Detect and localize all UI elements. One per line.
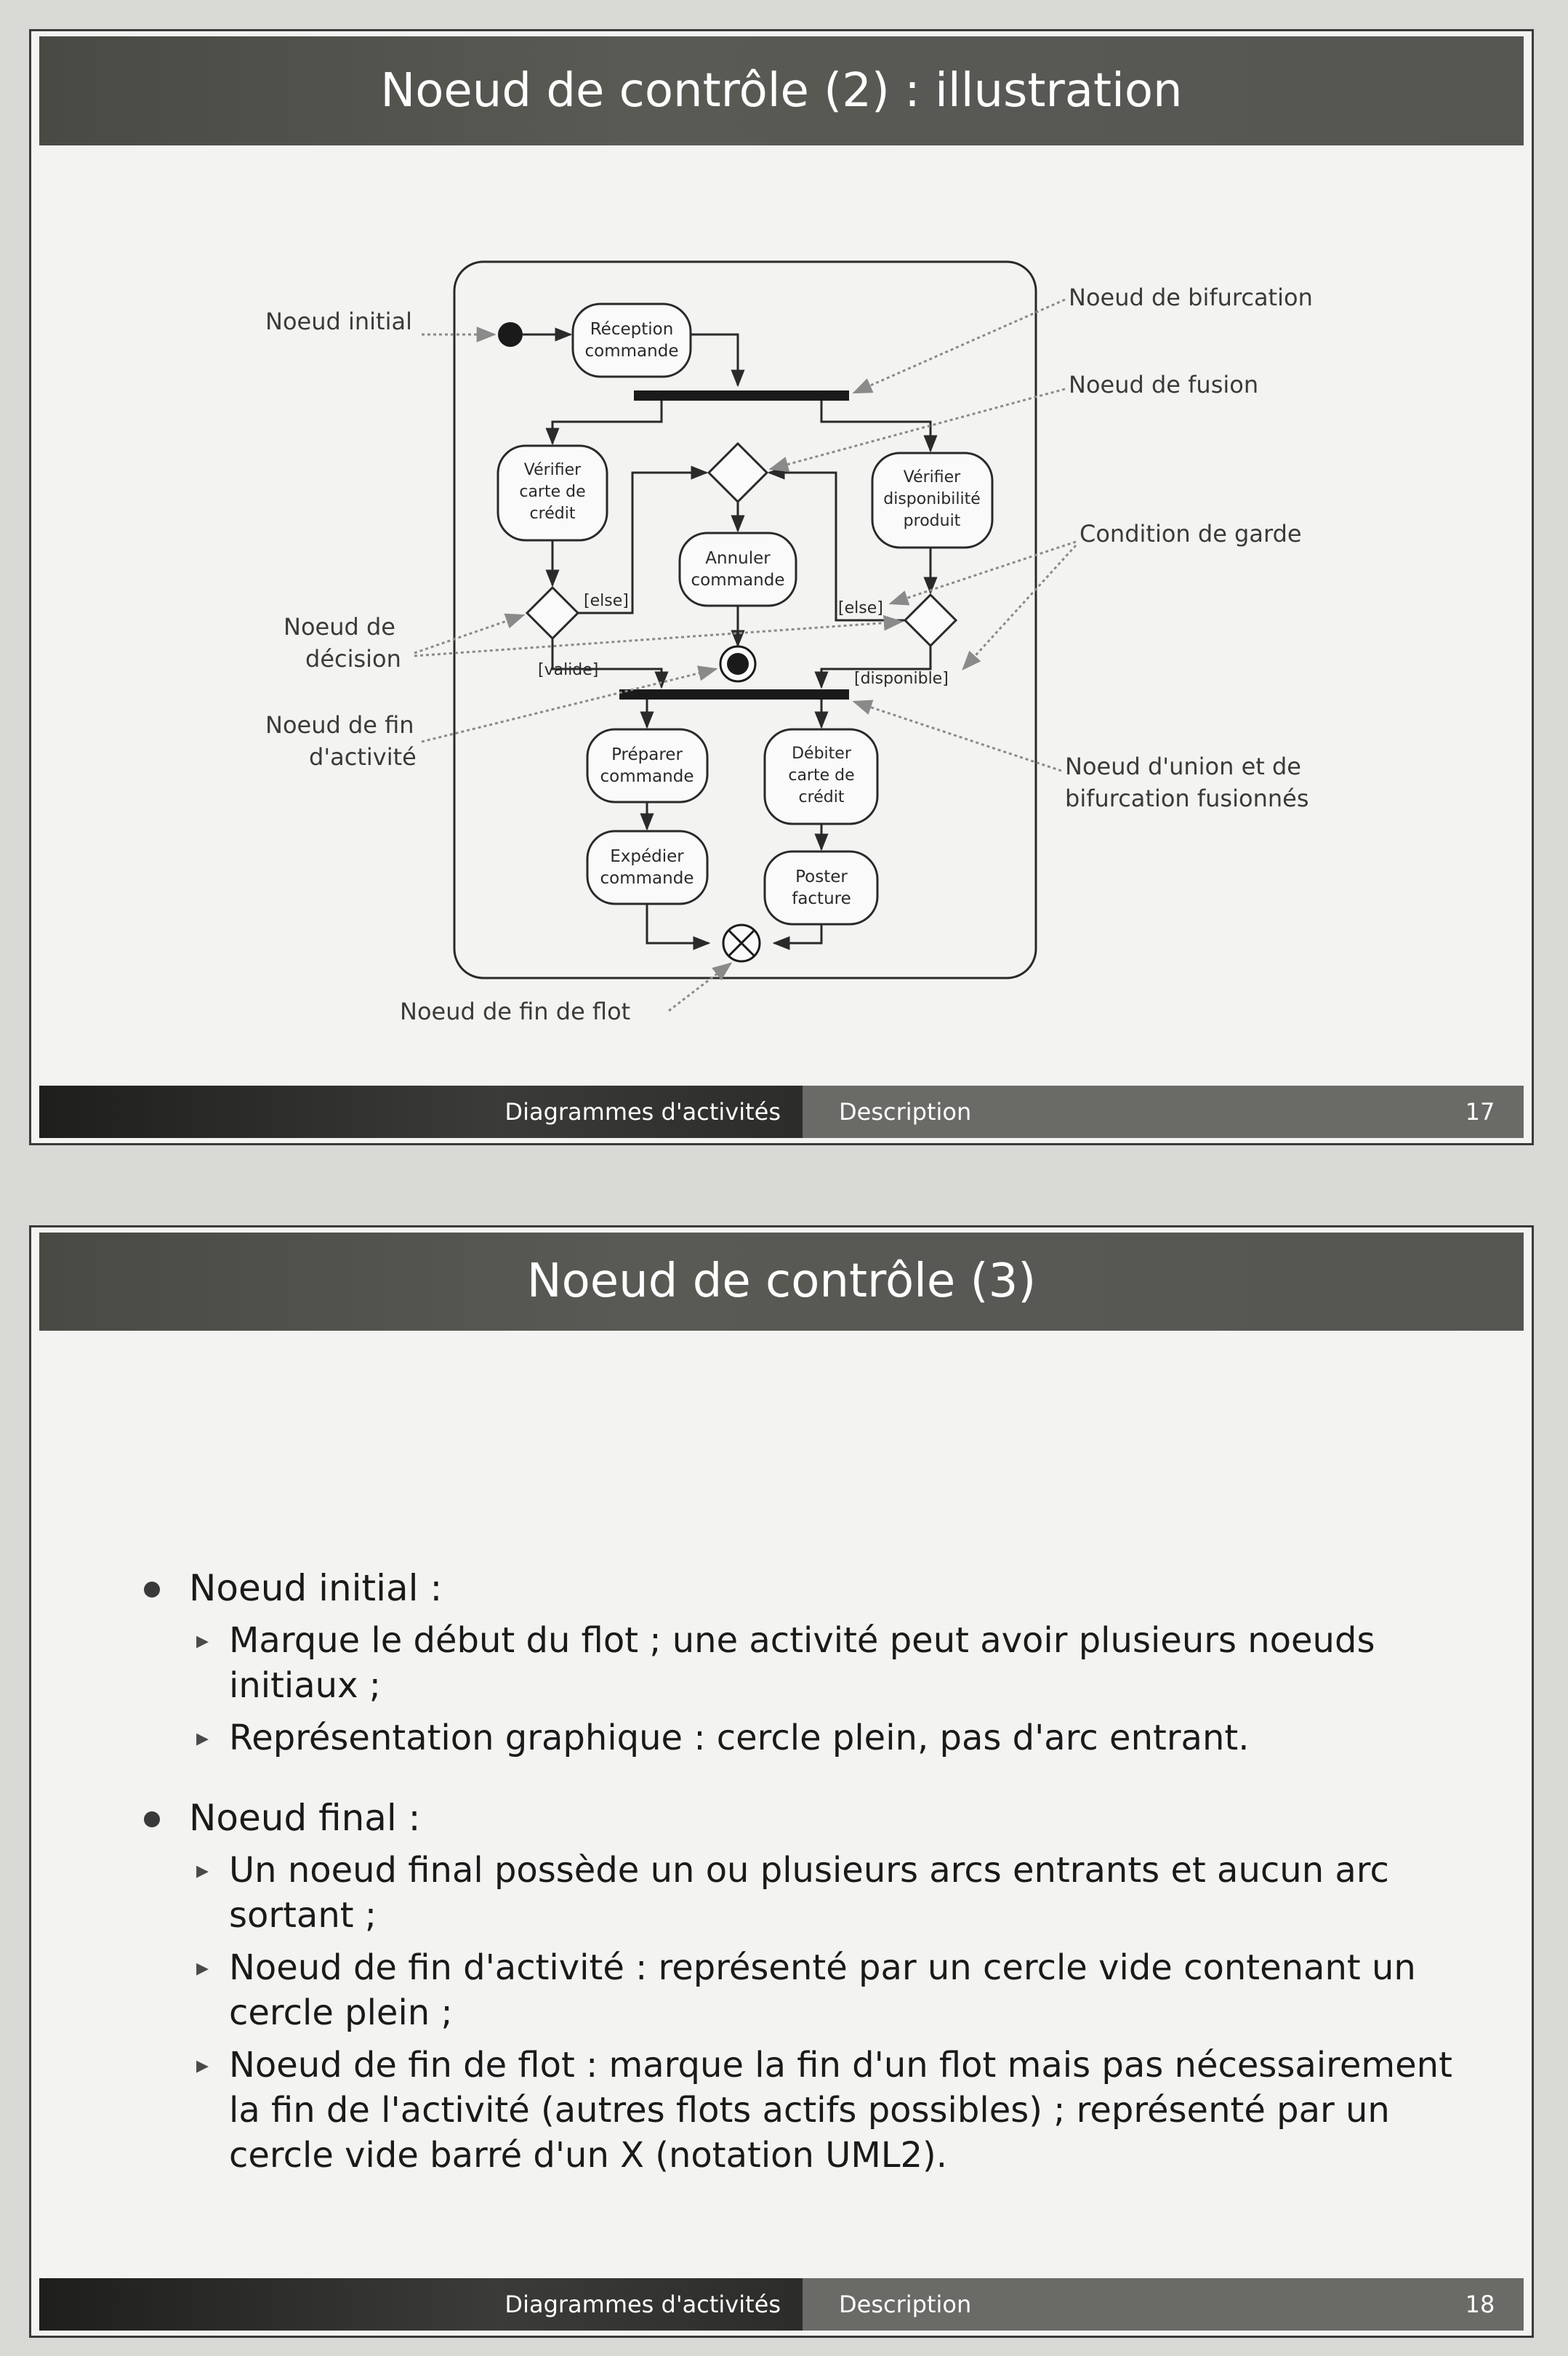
footer-subsection: Description xyxy=(803,2278,1436,2331)
action-debiter-line3: crédit xyxy=(799,788,845,806)
fork-bar xyxy=(634,390,849,401)
action-preparer-line1: Préparer xyxy=(611,745,683,764)
action-annuler-line2: commande xyxy=(691,571,785,590)
action-expedier xyxy=(586,830,709,905)
action-poster-line2: facture xyxy=(792,889,851,908)
callout-noeud-fin-flot: Noeud de fin de flot xyxy=(400,998,630,1025)
activity-frame xyxy=(453,260,1037,979)
callout-noeud-initial: Noeud initial xyxy=(265,308,412,335)
slide-17: Noeud de contrôle (2) : illustration Réc… xyxy=(29,29,1534,1145)
bullet-noeud-final: Noeud final : xyxy=(138,1795,1476,1840)
action-verifier-dispo-line2: disponibilité xyxy=(883,490,980,508)
action-annuler xyxy=(678,532,797,607)
action-reception-line2: commande xyxy=(585,342,679,361)
merge-node xyxy=(707,441,769,504)
callout-noeud-bifurcation: Noeud de bifurcation xyxy=(1069,284,1313,311)
slide-footer: Diagrammes d'activités Description 17 xyxy=(39,1086,1524,1138)
slide-title: Noeud de contrôle (2) : illustration xyxy=(39,36,1524,145)
callout-noeud-fin-activite-line1: Noeud de fin xyxy=(265,711,414,739)
slide-footer: Diagrammes d'activités Description 18 xyxy=(39,2278,1524,2331)
decision-node-right xyxy=(903,593,958,648)
action-verifier-dispo-line1: Vérifier xyxy=(904,468,961,486)
action-debiter-line2: carte de xyxy=(788,766,854,785)
action-verifier-credit-line1: Vérifier xyxy=(524,461,582,479)
action-verifier-dispo-line3: produit xyxy=(904,512,961,530)
footer-page-number: 18 xyxy=(1436,2278,1524,2331)
action-expedier-line2: commande xyxy=(600,869,694,888)
footer-subsection: Description xyxy=(803,1086,1436,1138)
footer-section: Diagrammes d'activités xyxy=(39,1086,803,1138)
callout-noeud-union-line1: Noeud d'union et de xyxy=(1065,753,1301,780)
action-preparer xyxy=(586,728,709,804)
action-poster-line1: Poster xyxy=(795,868,848,886)
action-verifier-dispo xyxy=(871,452,994,549)
guard-valide: [valide] xyxy=(538,661,598,679)
guard-else-right: [else] xyxy=(838,599,883,617)
callout-noeud-decision-line2: décision xyxy=(305,645,401,673)
sub-bullet: Noeud de fin d'activité : représenté par… xyxy=(138,1945,1476,2035)
initial-node xyxy=(498,322,523,347)
guard-else-left: [else] xyxy=(584,592,629,610)
callout-noeud-fin-activite-line2: d'activité xyxy=(309,743,417,771)
footer-section: Diagrammes d'activités xyxy=(39,2278,803,2331)
join-fork-bar xyxy=(619,689,849,700)
slide-title: Noeud de contrôle (3) xyxy=(39,1233,1524,1331)
action-verifier-credit-line3: crédit xyxy=(530,505,576,523)
sub-bullet: Un noeud final possède un ou plusieurs a… xyxy=(138,1848,1476,1938)
activity-diagram: Réception commande Vérifier carte de cré… xyxy=(265,260,1313,1025)
callout-noeud-union-line2: bifurcation fusionnés xyxy=(1065,785,1308,812)
decision-node-left xyxy=(525,585,580,641)
callout-condition-garde: Condition de garde xyxy=(1079,520,1302,548)
slide-content: Noeud initial : Marque le début du flot … xyxy=(138,1545,1476,2178)
sub-bullet: Noeud de fin de flot : marque la fin d'u… xyxy=(138,2043,1476,2178)
action-annuler-line1: Annuler xyxy=(705,549,771,568)
action-reception-line1: Réception xyxy=(590,320,674,339)
action-verifier-credit-line2: carte de xyxy=(519,483,585,501)
footer-page-number: 17 xyxy=(1436,1086,1524,1138)
sub-bullet: Marque le début du flot ; une activité p… xyxy=(138,1618,1476,1708)
callout-noeud-fusion: Noeud de fusion xyxy=(1069,371,1258,398)
action-preparer-line2: commande xyxy=(600,767,694,786)
sub-bullet: Représentation graphique : cercle plein,… xyxy=(138,1715,1476,1760)
callout-noeud-decision-line1: Noeud de xyxy=(284,613,395,641)
action-expedier-line1: Expédier xyxy=(610,847,684,866)
guard-disponible: [disponible] xyxy=(854,670,949,688)
bullet-noeud-initial: Noeud initial : xyxy=(138,1566,1476,1611)
slide-18: Noeud de contrôle (3) Noeud initial : Ma… xyxy=(29,1225,1534,2338)
action-reception xyxy=(571,302,692,378)
action-poster xyxy=(763,850,879,926)
action-debiter-line1: Débiter xyxy=(792,745,852,763)
